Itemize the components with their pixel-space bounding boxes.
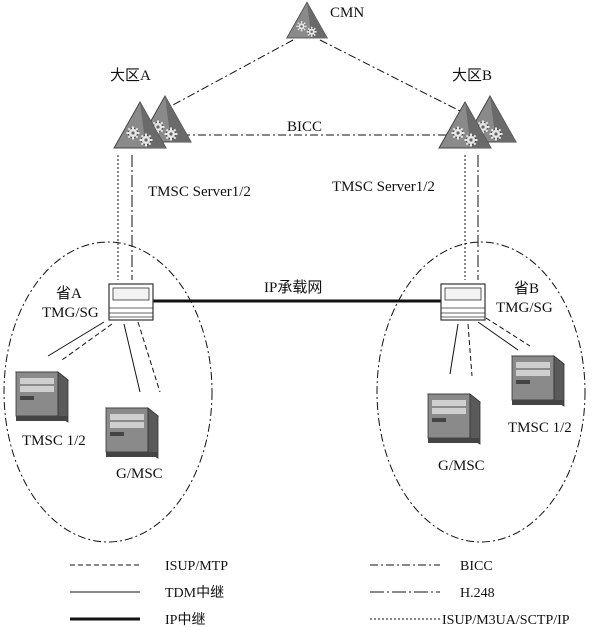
- tmsc-b-label: TMSC 1/2: [508, 420, 572, 436]
- tdm-line-b-gmsc: [449, 323, 459, 375]
- region-b-server-icon: [439, 96, 516, 148]
- tdm-line-b-tmsc: [477, 321, 519, 351]
- tmg-b-label: TMG/SG: [496, 300, 553, 316]
- connection-lines: [47, 39, 531, 393]
- tmg-b-icon: [440, 283, 486, 321]
- legend-label-bicc: BICC: [460, 559, 493, 574]
- gmsc-b-label: G/MSC: [438, 458, 485, 474]
- isup-line-b-gmsc: [467, 323, 473, 377]
- tmsc-b-server-icon: [511, 355, 565, 407]
- gmsc-b-server-icon: [427, 393, 481, 445]
- legend-label-tdm: TDM中继: [165, 585, 224, 601]
- ip-bearer-label: IP承载网: [264, 279, 322, 296]
- tmg-a-icon: [108, 283, 154, 321]
- isup-line-a-tmsc: [61, 323, 113, 361]
- region-a-server-icon: [114, 96, 191, 148]
- isup-line-a-gmsc: [137, 321, 161, 393]
- cmn-label: CMN: [330, 5, 364, 21]
- gmsc-a-label: G/MSC: [116, 466, 163, 482]
- gmsc-a-server-icon: [105, 407, 159, 459]
- province-b-label: 省B: [514, 280, 539, 297]
- region-b-label: 大区B: [452, 67, 492, 84]
- tmsc-server-b-label: TMSC Server1/2: [332, 179, 435, 195]
- tmsc-a-label: TMSC 1/2: [22, 433, 86, 449]
- legend-label-isup-mtp: ISUP/MTP: [165, 559, 228, 574]
- tdm-line-a-gmsc: [123, 323, 141, 393]
- isup-line-b-tmsc: [485, 317, 531, 347]
- legend-label-sigtran: ISUP/M3UA/SCTP/IP: [442, 613, 570, 627]
- bicc-line-cmn-b: [319, 39, 463, 113]
- legend: ISUP/MTP TDM中继 IP中继 BICC H.248 ISUP/M3UA…: [70, 559, 570, 627]
- legend-label-h248: H.248: [460, 586, 495, 601]
- bicc-line-cmn-a: [159, 39, 294, 113]
- tmsc-server-a-label: TMSC Server1/2: [148, 184, 251, 200]
- tmg-a-label: TMG/SG: [42, 305, 99, 321]
- tdm-line-a-tmsc: [47, 321, 105, 357]
- bicc-link-label: BICC: [287, 119, 322, 135]
- tmsc-a-server-icon: [15, 371, 69, 423]
- cmn-server-icon: [287, 2, 328, 38]
- province-a-area: [3, 241, 213, 543]
- province-a-label: 省A: [56, 285, 82, 302]
- legend-label-ip-trunk: IP中继: [165, 612, 205, 627]
- province-b-area: [376, 241, 586, 543]
- region-a-label: 大区A: [110, 67, 151, 84]
